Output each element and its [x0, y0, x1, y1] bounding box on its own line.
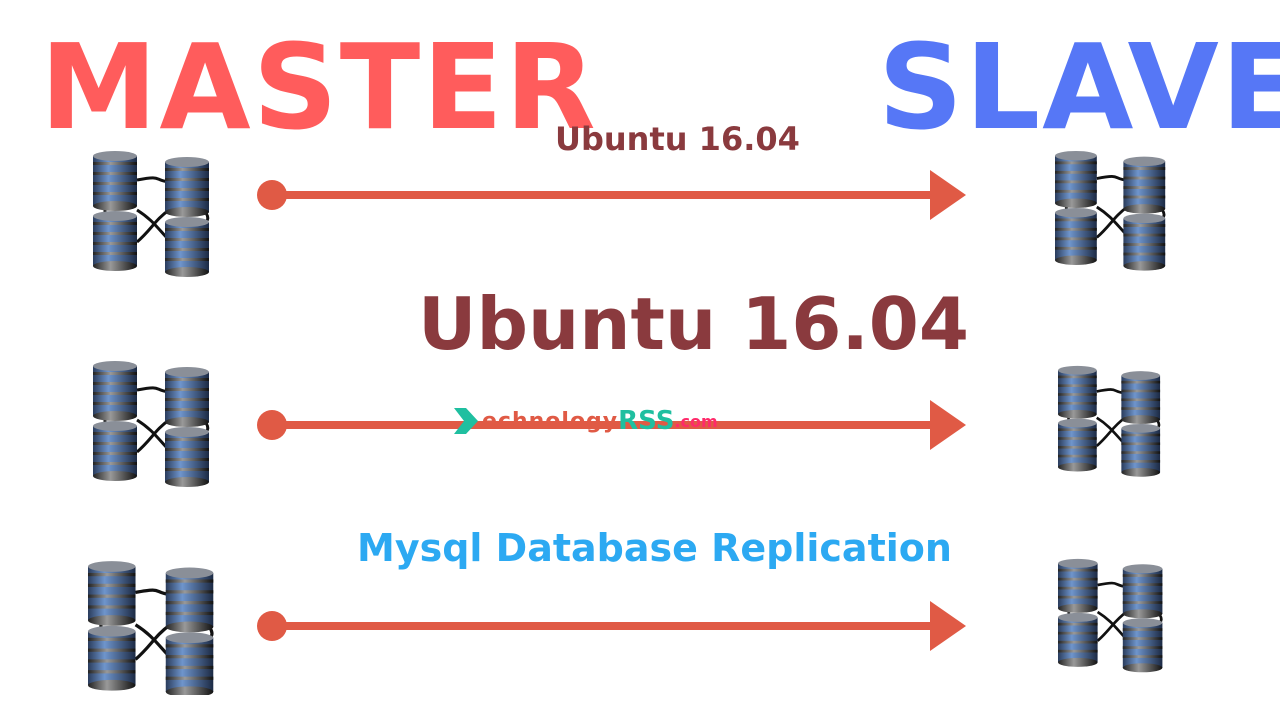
ubuntu-large-title: Ubuntu 16.04 [418, 282, 970, 366]
watermark-brand: RSS [618, 406, 675, 436]
replication-caption: Mysql Database Replication [357, 526, 952, 570]
logo-mark-icon [454, 408, 478, 434]
database-cluster-icon [1055, 150, 1170, 275]
database-cluster-icon [93, 360, 213, 490]
database-cluster-icon [1058, 365, 1168, 480]
slave-label: SLAVE [878, 18, 1280, 156]
ubuntu-small-title: Ubuntu 16.04 [555, 120, 800, 158]
database-cluster-icon [88, 560, 218, 695]
arrow-right-icon [257, 170, 966, 220]
watermark-prefix: echnology [482, 408, 619, 434]
arrow-right-icon [257, 601, 966, 651]
watermark-suffix: .com [674, 411, 718, 431]
database-cluster-icon [93, 150, 213, 280]
database-cluster-icon [1058, 558, 1170, 673]
master-label: MASTER [40, 18, 598, 156]
watermark-logo: echnology RSS .com [452, 406, 718, 436]
arrow-right-icon [257, 400, 966, 450]
